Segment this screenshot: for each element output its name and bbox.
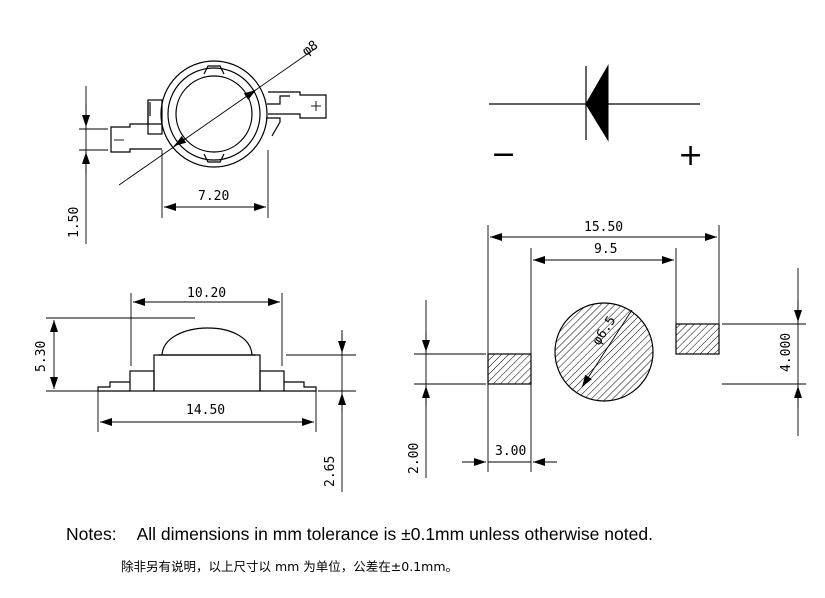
diode-symbol: − + bbox=[489, 64, 703, 173]
dim-pad-height: 4.000 bbox=[779, 333, 794, 372]
body-length-dimension: 14.50 bbox=[97, 391, 317, 432]
left-pad bbox=[487, 353, 532, 385]
notes-chinese: 除非另有说明，以上尺寸以 mm 为单位，公差在±0.1mm。 bbox=[121, 559, 459, 574]
positive-lead bbox=[268, 91, 327, 119]
notes-english: Notes: All dimensions in mm tolerance is … bbox=[66, 524, 653, 545]
thermal-pad bbox=[554, 302, 654, 402]
top-view-housing bbox=[147, 60, 290, 168]
dim-lens-width: 7.20 bbox=[198, 189, 229, 204]
dim-lens-span: 10.20 bbox=[187, 286, 226, 301]
dim-standoff: 2.65 bbox=[323, 456, 338, 487]
lens-width-dimension: 7.20 bbox=[161, 150, 269, 218]
plus-sign: + bbox=[678, 138, 703, 173]
diameter-8-dimension: φ8 bbox=[118, 38, 321, 186]
notes-english-text: All dimensions in mm tolerance is ±0.1mm… bbox=[136, 524, 653, 544]
negative-lead bbox=[110, 123, 162, 153]
dim-pad-width: 2.00 bbox=[407, 443, 422, 474]
pad-length-dimension: 3.00 bbox=[462, 384, 557, 472]
dim-pad-length: 3.00 bbox=[495, 444, 526, 459]
side-view: 10.20 5.30 14.50 2.65 bbox=[34, 286, 356, 492]
dim-height: 5.30 bbox=[34, 341, 49, 372]
pad-layout: 15.50 9.5 φ6.5 4.000 3.0 bbox=[407, 220, 806, 478]
pad-width-dimension: 2.00 bbox=[407, 300, 486, 478]
pad-inner-dimension: 9.5 bbox=[530, 242, 677, 384]
dim-lead-width: 1.50 bbox=[67, 207, 82, 238]
notes-label: Notes: bbox=[66, 524, 117, 544]
top-view: φ8 7.20 1.50 bbox=[67, 38, 327, 244]
height-dimension: 5.30 bbox=[34, 317, 195, 392]
dim-pad-pitch: 15.50 bbox=[584, 220, 623, 235]
dim-diameter-8: φ8 bbox=[300, 38, 321, 59]
dim-pad-inner: 9.5 bbox=[594, 242, 617, 257]
pad-pitch-dimension: 15.50 bbox=[487, 220, 720, 354]
standoff-dimension: 2.65 bbox=[286, 330, 356, 492]
lens-span-dimension: 10.20 bbox=[130, 286, 283, 366]
pad-height-dimension: 4.000 bbox=[722, 268, 806, 436]
lead-width-dimension: 1.50 bbox=[67, 86, 108, 244]
right-pad bbox=[675, 323, 720, 355]
dim-body-length: 14.50 bbox=[186, 403, 225, 418]
minus-sign: − bbox=[491, 137, 516, 172]
